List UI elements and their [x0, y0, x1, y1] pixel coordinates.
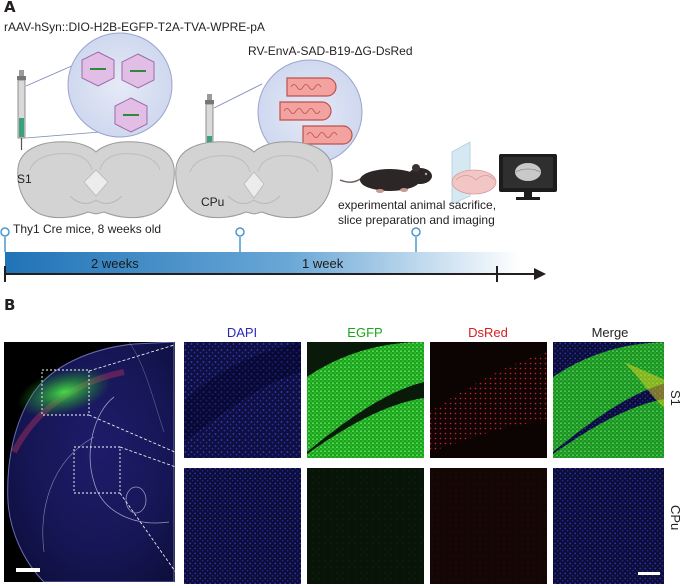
col-header-merge: Merge [591, 325, 629, 340]
tile-s1-dapi [184, 342, 301, 458]
row-label-cpu: CPu [668, 505, 683, 531]
brain-section-micrograph [4, 342, 175, 582]
region2-label: CPu [201, 195, 225, 209]
imaging-monitor-icon [499, 154, 557, 200]
interval1-label: 2 weeks [91, 256, 139, 271]
tile-s1-egfp [307, 342, 424, 458]
experiment-schematic [0, 32, 557, 282]
timeline [0, 227, 546, 282]
brain-slice-icon [451, 141, 497, 205]
tile-s1-dsred [430, 342, 547, 458]
tile-cpu-dsred [430, 468, 547, 584]
interval2-label: 1 week [302, 256, 344, 271]
brain-section-1-icon [17, 141, 175, 219]
mice-label: Thy1 Cre mice, 8 weeks old [13, 222, 162, 236]
tile-cpu-dapi [184, 468, 301, 584]
col-header-dapi: DAPI [226, 325, 258, 340]
final-step-line2: slice preparation and imaging [338, 213, 495, 227]
panel-a-letter: A [4, 0, 16, 16]
tile-s1-merge [553, 342, 664, 458]
micrograph-grid [184, 342, 664, 584]
syringe-1-icon [17, 70, 26, 150]
col-header-dsred: DsRed [468, 325, 508, 340]
tile-cpu-egfp [307, 468, 424, 584]
region1-label: S1 [17, 172, 32, 186]
aav-capsid-zoom-icon [67, 32, 173, 138]
row-label-s1: S1 [668, 390, 683, 406]
final-step-line1: experimental animal sacrifice, [338, 198, 497, 212]
panel-b-letter: B [4, 296, 16, 314]
tile-cpu-merge [553, 468, 664, 584]
col-header-egfp: EGFP [347, 325, 383, 340]
mouse-icon [339, 164, 432, 193]
zoom-guides [88, 341, 185, 584]
virus1-label: rAAV-hSyn::DIO-H2B-EGFP-T2A-TVA-WPRE-pA [4, 20, 265, 34]
brain-section-2-icon [175, 141, 333, 219]
virus2-label: RV-EnvA-SAD-B19-ΔG-DsRed [248, 44, 413, 58]
